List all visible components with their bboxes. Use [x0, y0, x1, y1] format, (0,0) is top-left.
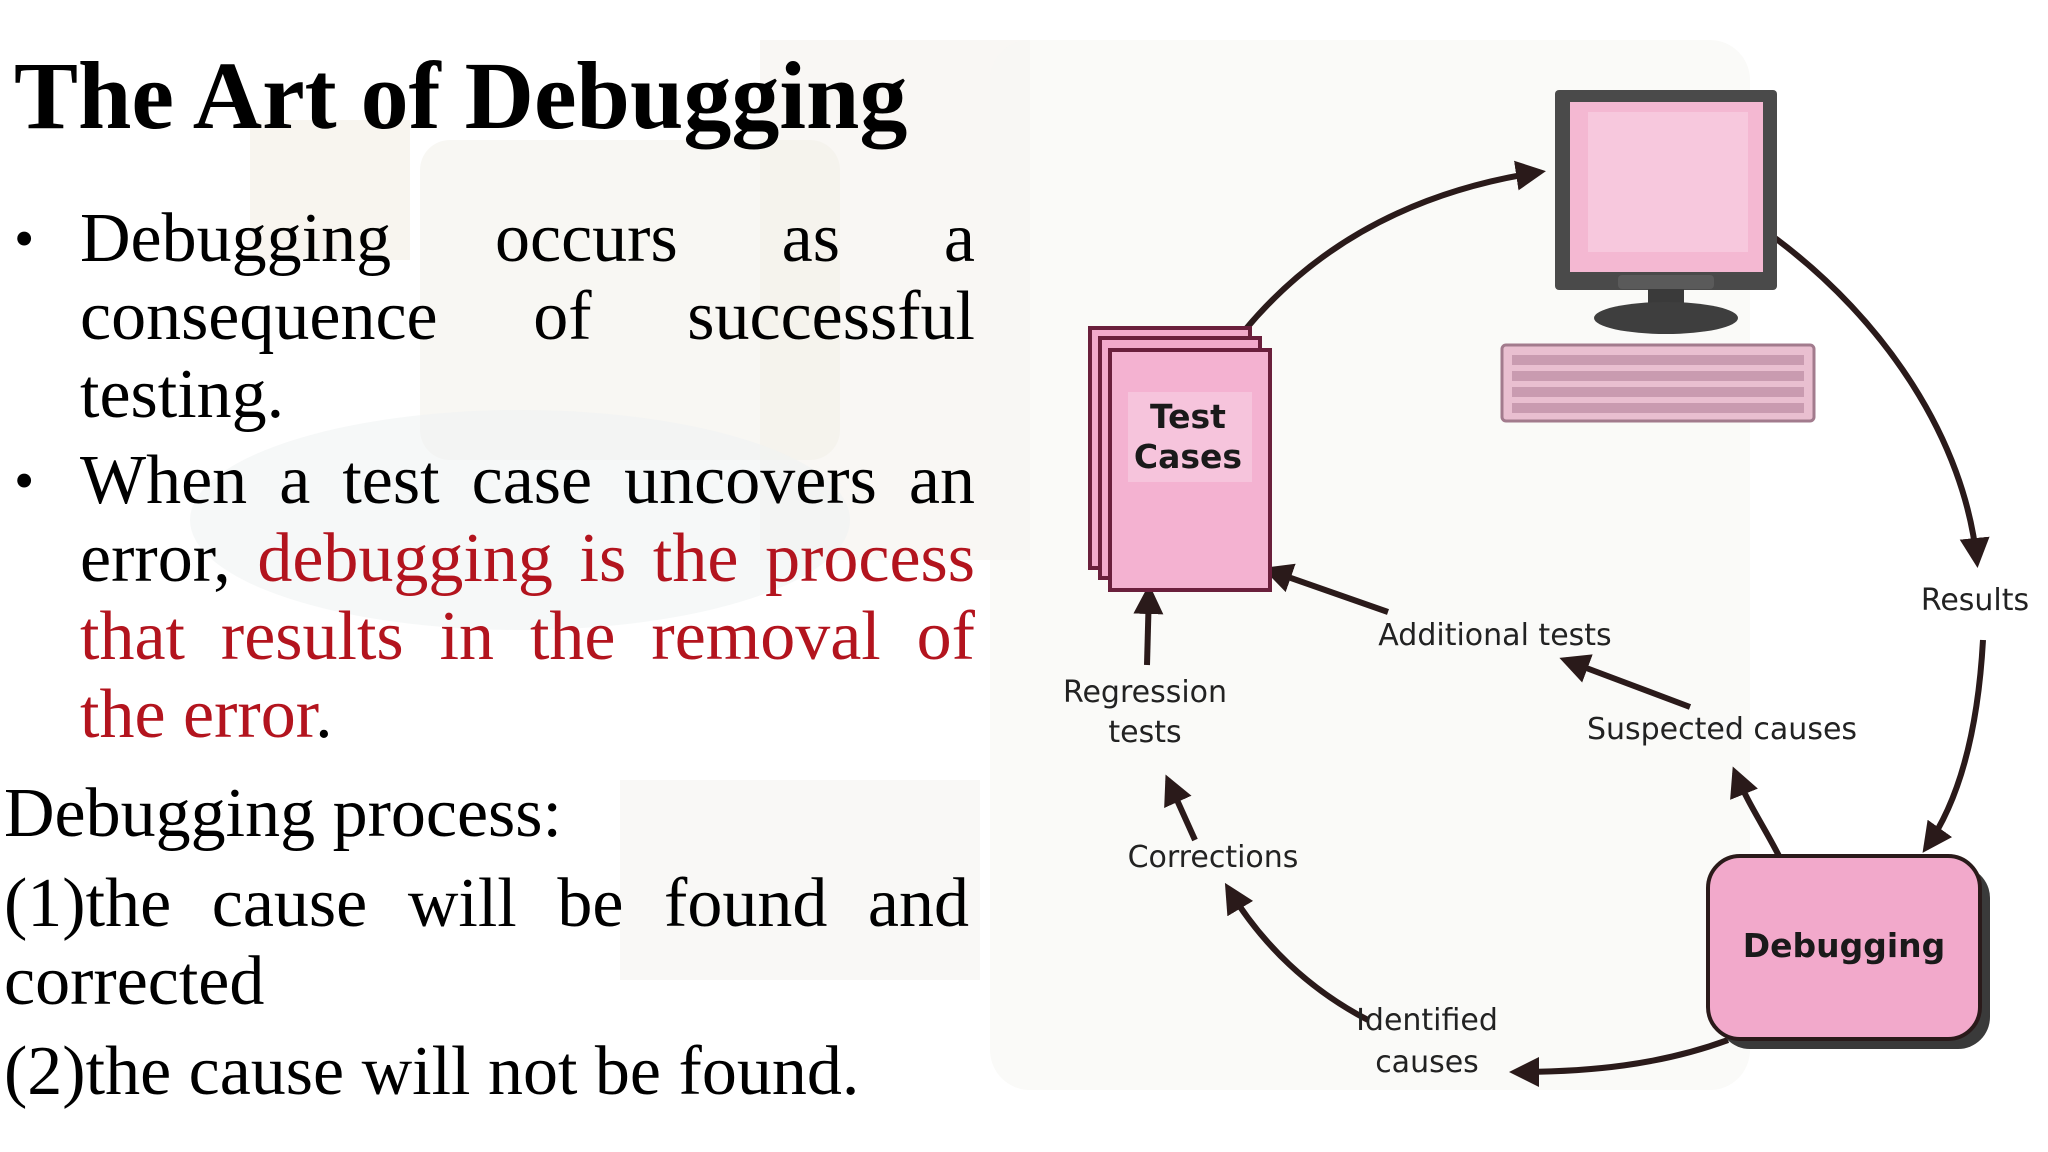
bullet-item: • When a test case uncovers an error, de… [10, 442, 975, 754]
arrow-debugging-to-suspected [1730, 766, 1783, 860]
debugging-cycle-diagram: Test Cases Debugging Results Additional … [1063, 90, 2029, 1087]
additional-tests-label: Additional tests [1378, 618, 1611, 653]
arrow-debugging-to-identified [1509, 1037, 1730, 1087]
suspected-causes-label: Suspected causes [1587, 712, 1857, 747]
desktop-computer-icon [1500, 90, 1816, 423]
bullet-item: • Debugging occurs as a consequence of s… [10, 200, 975, 434]
arrow-corrections-to-regression [1164, 774, 1198, 842]
arrow-identified-to-corrections [1224, 882, 1370, 1023]
corrections-label: Corrections [1128, 840, 1299, 875]
regression-tests-label-line2: tests [1108, 715, 1181, 750]
regression-tests-label-line1: Regression [1063, 675, 1227, 710]
arrow-results-to-debugging [1922, 639, 1986, 853]
bullet-icon: • [14, 206, 35, 271]
process-step: (2)the cause will not be found. [4, 1033, 860, 1110]
process-step: (1)the cause will be found and corrected [4, 865, 969, 1020]
bullet-text-end: . [315, 676, 333, 753]
process-steps: (1)the cause will be found and corrected… [4, 865, 969, 1123]
identified-causes-label-line1: Identified [1356, 1003, 1498, 1038]
arrow-regression-to-testcases [1133, 584, 1164, 666]
arrow-computer-to-results [1773, 235, 1990, 568]
slide-title: The Art of Debugging [14, 42, 908, 149]
test-cases-label-line2: Cases [1134, 437, 1242, 476]
arrow-additional-to-testcases [1262, 563, 1389, 615]
bullet-list: • Debugging occurs as a consequence of s… [10, 200, 975, 754]
bullet-highlight-text: debugging is the process that results in… [80, 520, 975, 753]
bullet-icon: • [14, 448, 35, 513]
arrow-suspected-to-additional [1559, 654, 1692, 710]
bullet-text: Debugging occurs as a consequence of suc… [80, 200, 975, 433]
bullet-text: When a test case uncovers an error, [80, 442, 975, 597]
arrow-testcases-to-computer [1242, 160, 1546, 332]
debugging-box-label: Debugging [1743, 926, 1946, 965]
identified-causes-label-line2: causes [1375, 1045, 1479, 1080]
debugging-box: Debugging [1706, 854, 1990, 1049]
results-label: Results [1921, 583, 2029, 618]
test-cases-label-line1: Test [1150, 397, 1226, 436]
process-heading: Debugging process: [4, 775, 562, 852]
test-cases-box: Test Cases [1088, 326, 1272, 592]
